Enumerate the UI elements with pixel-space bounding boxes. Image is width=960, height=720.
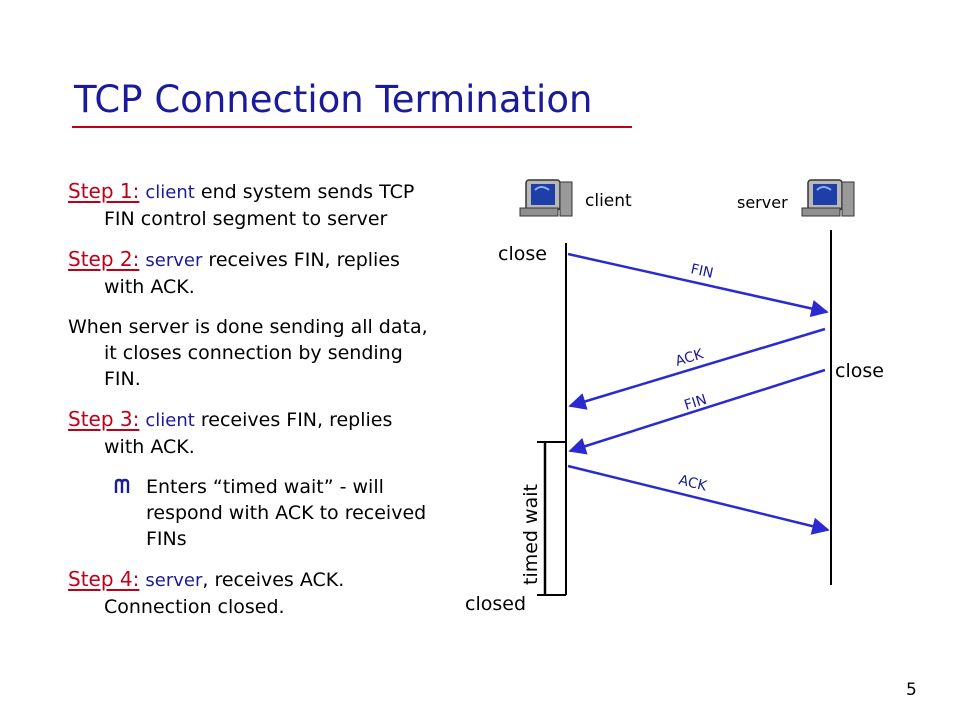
- fin-label-2: FIN: [682, 392, 708, 414]
- step-1-label: Step 1:: [68, 179, 140, 203]
- step-2: Step 2: server receives FIN, replies wit…: [68, 246, 438, 300]
- server-label: server: [737, 193, 788, 212]
- step-3-label: Step 3:: [68, 407, 140, 431]
- ack-arrow-server-to-client: [568, 327, 826, 410]
- client-close-label: close: [498, 243, 547, 265]
- closed-label: closed: [465, 593, 526, 615]
- bullet-icon: [114, 478, 130, 493]
- title-underline: [72, 126, 632, 128]
- step-4-label: Step 4:: [68, 567, 140, 591]
- step-4-text: , receives ACK. Connection closed.: [104, 569, 345, 618]
- fin-label-1: FIN: [689, 261, 715, 282]
- timed-wait-bracket: [537, 441, 566, 596]
- server-close-label: close: [835, 360, 884, 382]
- step-3: Step 3: client receives FIN, replies wit…: [68, 406, 438, 460]
- step-2-actor: server: [145, 250, 203, 271]
- ack-arrow-client-to-server: [567, 464, 830, 535]
- fin-arrow-server-to-client: [568, 368, 826, 455]
- timed-wait-label: timed wait: [520, 484, 542, 585]
- computer-icon: [801, 179, 855, 217]
- slide-title: TCP Connection Termination: [74, 78, 593, 121]
- step-4: Step 4: server, receives ACK. Connection…: [68, 566, 438, 620]
- timed-wait-bullet: Enters “timed wait” - will respond with …: [68, 474, 438, 552]
- timed-wait-bullet-text: Enters “timed wait” - will respond with …: [146, 476, 427, 550]
- step-3-actor: client: [145, 410, 195, 431]
- step-1-text: end system sends TCP FIN control segment…: [104, 181, 415, 230]
- step-1-actor: client: [145, 182, 195, 203]
- steps-list: Step 1: client end system sends TCP FIN …: [68, 178, 438, 634]
- server-close-note: When server is done sending all data, it…: [68, 316, 428, 390]
- step-2-text: receives FIN, replies with ACK.: [104, 249, 400, 298]
- step-3-text: receives FIN, replies with ACK.: [104, 409, 393, 458]
- ack-label-2: ACK: [677, 472, 709, 494]
- step-1: Step 1: client end system sends TCP FIN …: [68, 178, 438, 232]
- step-4-actor: server: [145, 570, 203, 591]
- fin-arrow-client-to-server: [567, 252, 829, 318]
- page-number: 5: [906, 680, 917, 700]
- client-label: client: [585, 191, 632, 211]
- step-2-label: Step 2:: [68, 247, 140, 271]
- computer-icon: [519, 179, 573, 217]
